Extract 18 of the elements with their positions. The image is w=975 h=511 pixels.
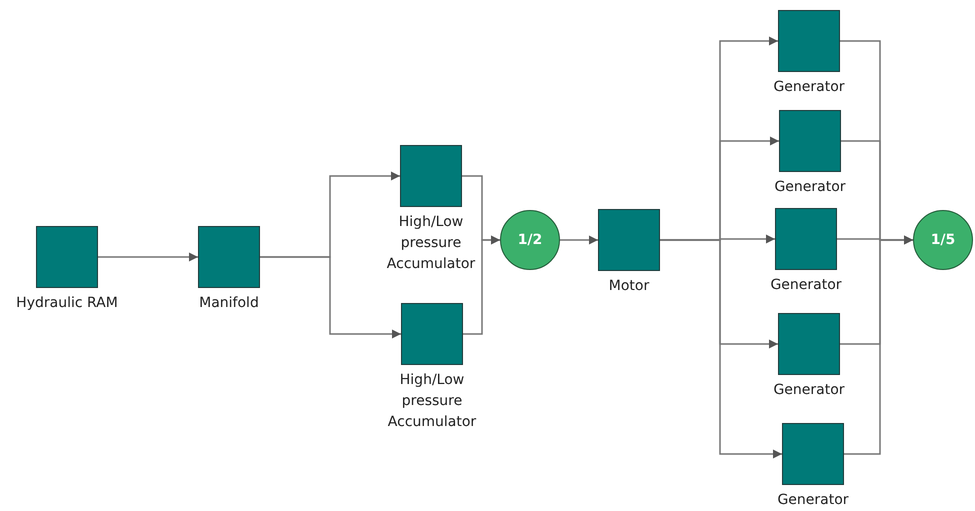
arrow — [844, 236, 913, 455]
node-label: Generator — [772, 381, 846, 400]
node-label: Generator — [772, 78, 846, 97]
arrow — [660, 239, 782, 458]
node-label: Hydraulic RAM — [15, 294, 119, 313]
arrow — [260, 256, 401, 338]
node-label: Generator — [769, 276, 843, 295]
junction-circle: 1/2 — [500, 210, 560, 270]
arrow — [463, 236, 500, 335]
arrow — [98, 252, 198, 262]
node-label: Generator — [773, 178, 847, 197]
node-label: Manifold — [198, 294, 260, 313]
arrow — [560, 236, 598, 244]
node-label: Motor — [608, 277, 650, 296]
junction-circle: 1/5 — [913, 210, 973, 270]
node-label: Generator — [776, 491, 850, 510]
node-label: High/Low pressure Accumulator — [386, 213, 476, 274]
node-label: High/Low pressure Accumulator — [386, 371, 478, 432]
